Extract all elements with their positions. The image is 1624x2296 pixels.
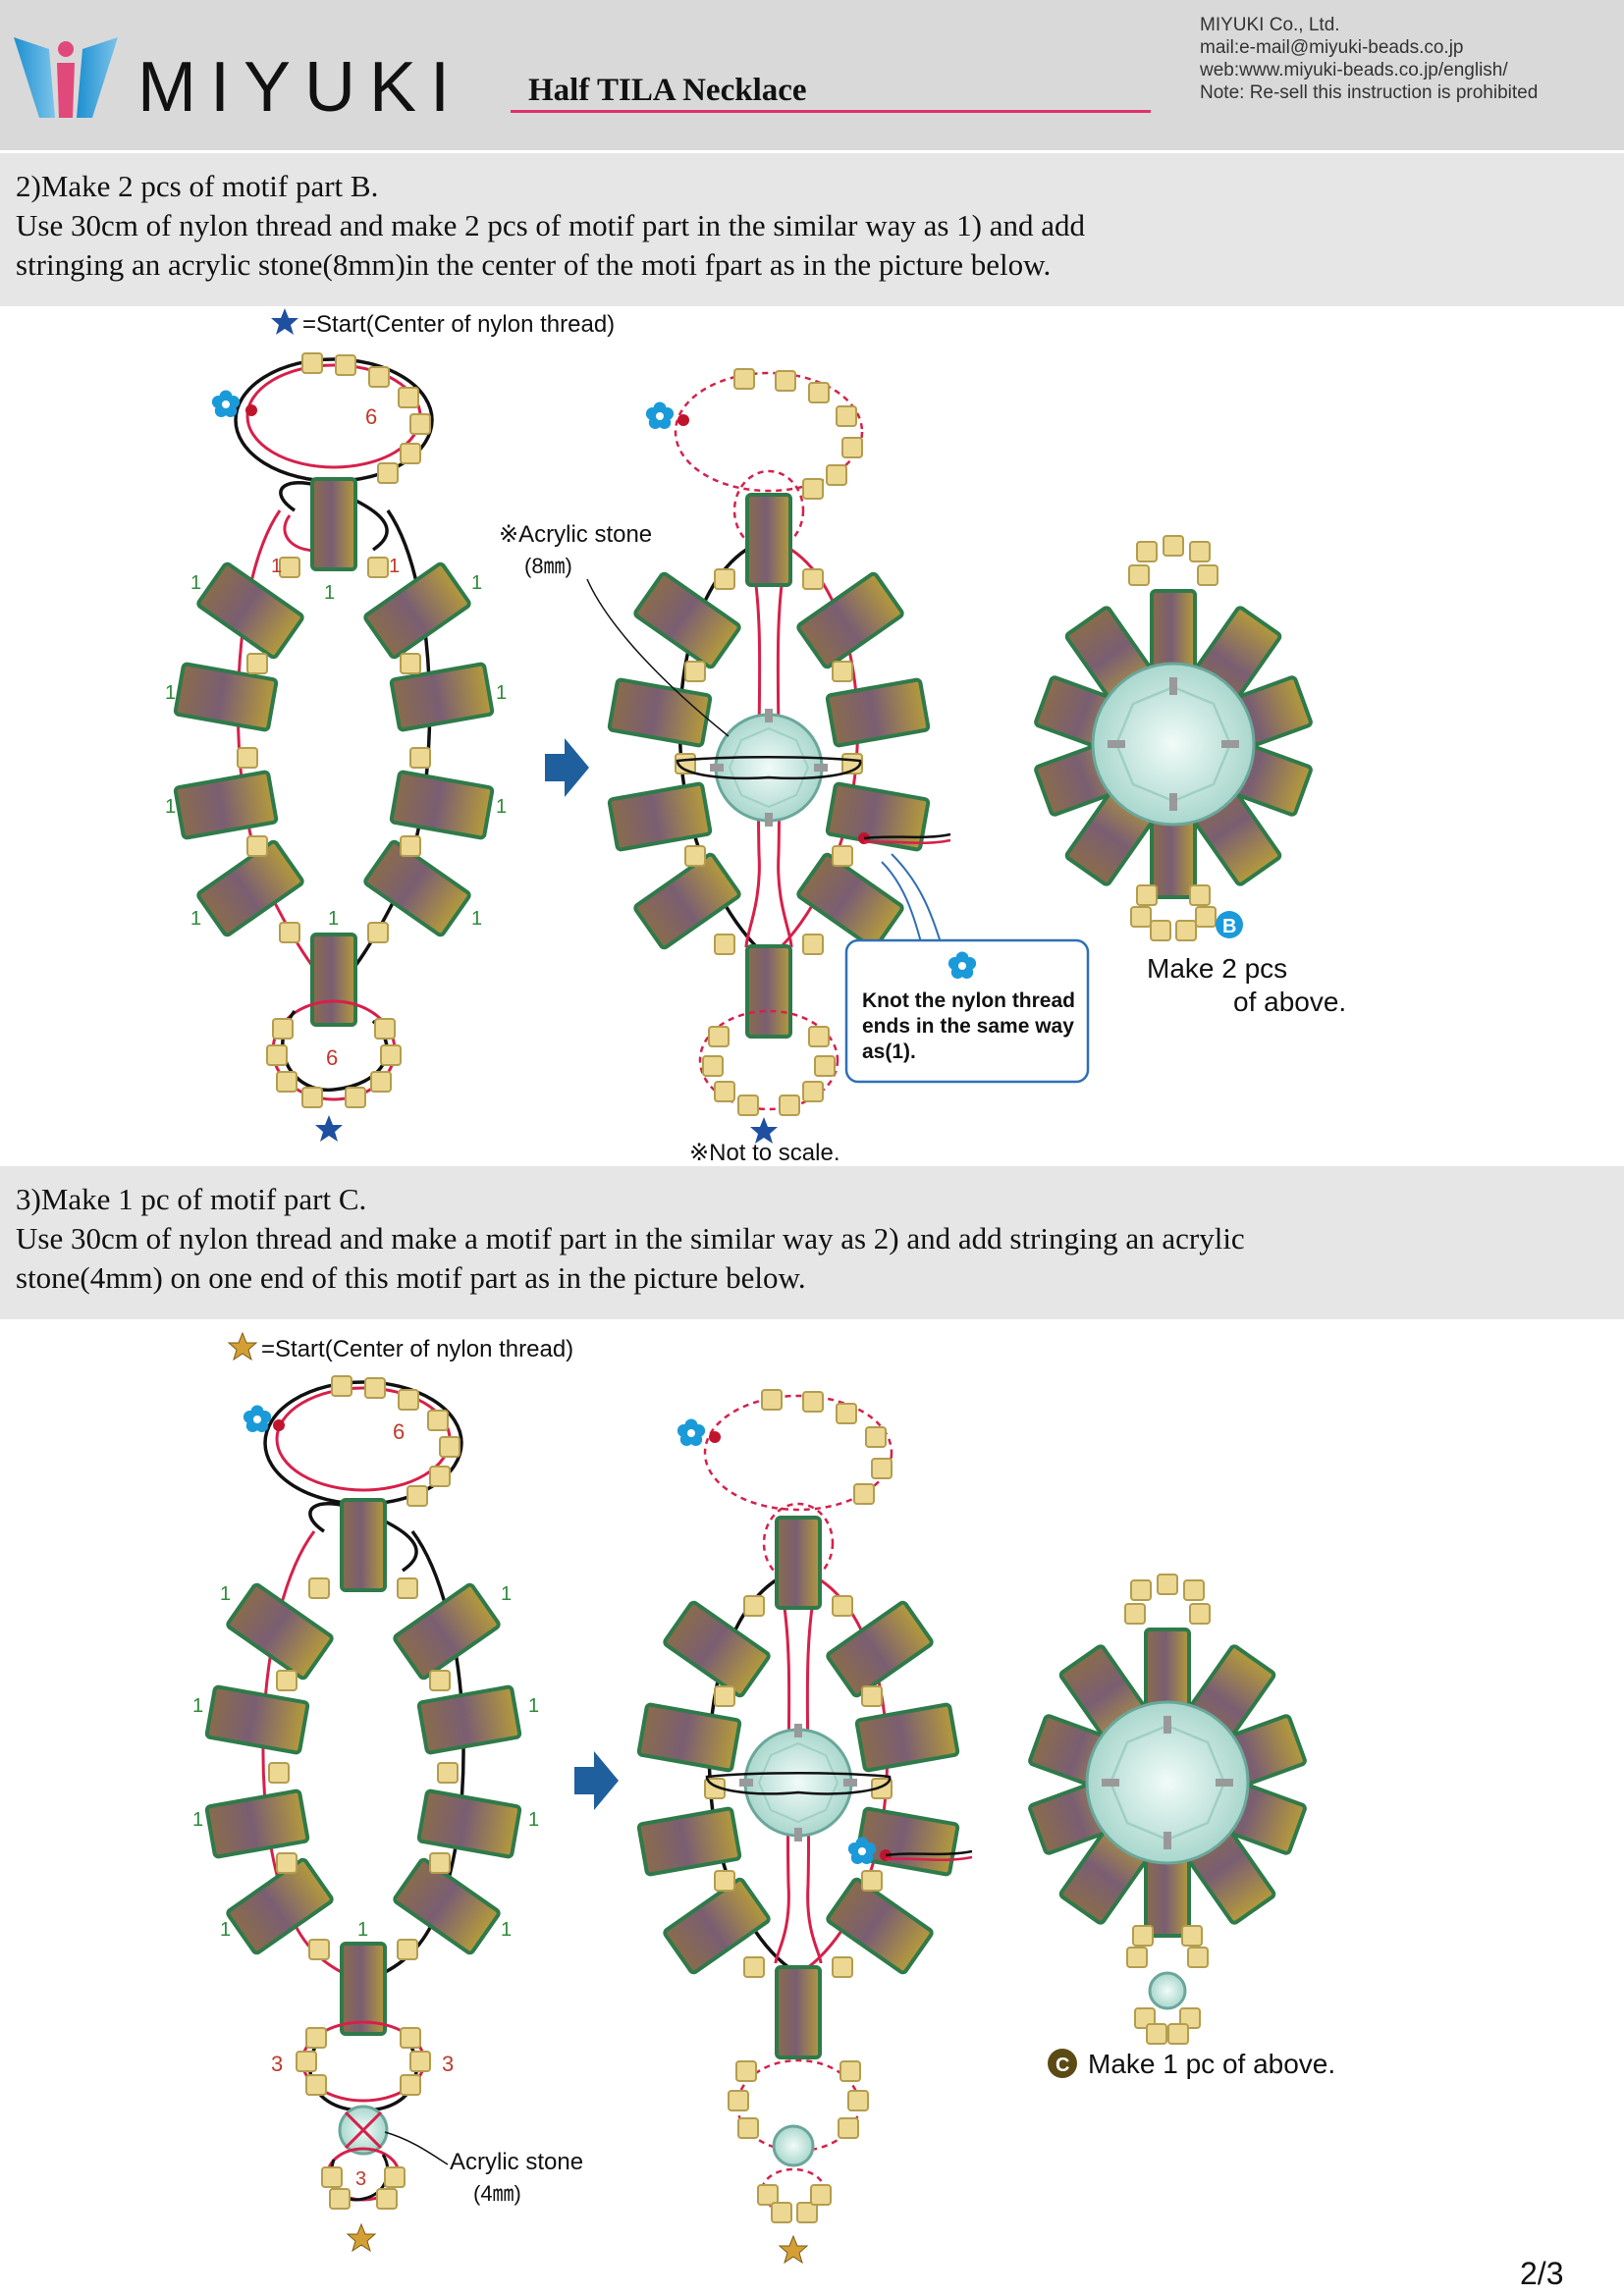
count-six: 6	[393, 1419, 405, 1444]
knot-dot	[245, 404, 257, 416]
section-b-heading: 2)Make 2 pcs of motif part B.	[16, 169, 379, 203]
start-label-b: =Start(Center of nylon thread)	[302, 311, 615, 338]
count-one: 1	[389, 556, 400, 577]
miyuki-logo-icon	[14, 37, 118, 118]
acrylic-stone-8mm	[714, 713, 824, 823]
brand-wordmark: MIYUKI	[137, 48, 464, 127]
resale-note: Note: Re-sell this instruction is prohib…	[1200, 82, 1539, 103]
count-six: 6	[365, 404, 377, 429]
badge-b	[1216, 911, 1243, 938]
knot-callout: Knot the nylon thread ends in the same w…	[844, 853, 1090, 1084]
stone-label-b: ※Acrylic stone	[499, 521, 652, 548]
figure-c-step-2	[636, 1389, 973, 2264]
badge-c-letter: C	[1056, 2055, 1069, 2076]
count-one: 1	[165, 682, 176, 704]
company-web: web:www.miyuki-beads.co.jp/english/	[1200, 60, 1508, 80]
stone-size-b: (8㎜)	[524, 554, 572, 578]
count-three: 3	[355, 2168, 366, 2190]
figure-b-step-2	[607, 368, 951, 1144]
knot-line-2: ends in the same way	[862, 1015, 1074, 1038]
count-one: 1	[357, 1919, 368, 1941]
start-label-c: =Start(Center of nylon thread)	[261, 1336, 573, 1362]
title-underline	[511, 110, 1151, 113]
count-one: 1	[496, 796, 507, 818]
section-b-line-3: stringing an acrylic stone(8mm)in the ce…	[16, 247, 1052, 282]
company-info: MIYUKI Co., Ltd. mail:e-mail@miyuki-bead…	[1200, 14, 1538, 104]
gold-star-icon	[779, 2235, 808, 2264]
count-one: 1	[528, 1695, 539, 1717]
result-b-line-2: of above.	[1233, 987, 1346, 1017]
count-one: 1	[271, 556, 282, 577]
count-one: 1	[528, 1809, 539, 1831]
knot-line-3: as(1).	[862, 1041, 916, 1063]
header-bar	[0, 0, 1624, 150]
count-one: 1	[471, 572, 482, 594]
section-c-band	[0, 1166, 1624, 1319]
count-one: 1	[471, 908, 482, 930]
count-one: 1	[496, 682, 507, 704]
figure-c-step-1: 6 3 3 3 1 1 1 1 1	[192, 1375, 539, 2252]
section-b-line-2: Use 30cm of nylon thread and make 2 pcs …	[16, 208, 1086, 242]
section-c-line-3: stone(4mm) on one end of this motif part…	[16, 1260, 806, 1295]
section-c-heading: 3)Make 1 pc of motif part C.	[16, 1182, 367, 1216]
blue-star-icon	[271, 308, 298, 335]
blue-star-icon	[315, 1115, 343, 1142]
figure-b-result: B	[1033, 535, 1314, 941]
gold-star-icon	[228, 1332, 257, 1361]
section-b-band	[0, 153, 1624, 306]
right-arrow-icon	[545, 738, 589, 797]
count-one: 1	[501, 1583, 512, 1605]
blue-flower-icon	[645, 401, 675, 429]
section-c-line-2: Use 30cm of nylon thread and make a moti…	[16, 1221, 1245, 1255]
result-b-line-1: Make 2 pcs	[1147, 953, 1287, 984]
badge-c	[1048, 2049, 1077, 2078]
page-number: 2/3	[1520, 2256, 1564, 2291]
count-one: 1	[192, 1809, 203, 1831]
count-three: 3	[442, 2052, 454, 2076]
right-arrow-icon	[574, 1751, 619, 1810]
company-name: MIYUKI Co., Ltd.	[1200, 15, 1340, 35]
count-one: 1	[324, 582, 335, 604]
count-one: 1	[328, 908, 339, 930]
document-title: Half TILA Necklace	[528, 73, 807, 108]
company-email: mail:e-mail@miyuki-beads.co.jp	[1200, 37, 1464, 58]
badge-b-letter: B	[1222, 916, 1236, 937]
figure-c-result: C	[1027, 1574, 1308, 2078]
blue-flower-icon	[243, 1405, 272, 1432]
count-one: 1	[190, 908, 201, 930]
stone-leader-line	[586, 578, 730, 737]
stone-label-c: Acrylic stone	[450, 2149, 583, 2175]
count-one: 1	[220, 1919, 231, 1941]
not-to-scale-note: ※Not to scale.	[689, 1140, 840, 1166]
gold-star-icon	[347, 2223, 376, 2252]
count-six: 6	[326, 1045, 338, 1070]
count-three: 3	[271, 2052, 283, 2076]
count-one: 1	[192, 1695, 203, 1717]
knot-line-1: Knot the nylon thread	[862, 989, 1075, 1012]
figure-b-step-1: 6 6 1 1 1 1 1 1 1 1 1 1	[165, 352, 507, 1142]
result-c-text: Make 1 pc of above.	[1088, 2049, 1335, 2079]
stone-size-c: (4㎜)	[473, 2181, 521, 2206]
blue-flower-icon	[211, 390, 241, 417]
count-one: 1	[501, 1919, 512, 1941]
count-one: 1	[165, 796, 176, 818]
count-one: 1	[190, 572, 201, 594]
count-one: 1	[220, 1583, 231, 1605]
blue-flower-icon	[677, 1418, 706, 1446]
